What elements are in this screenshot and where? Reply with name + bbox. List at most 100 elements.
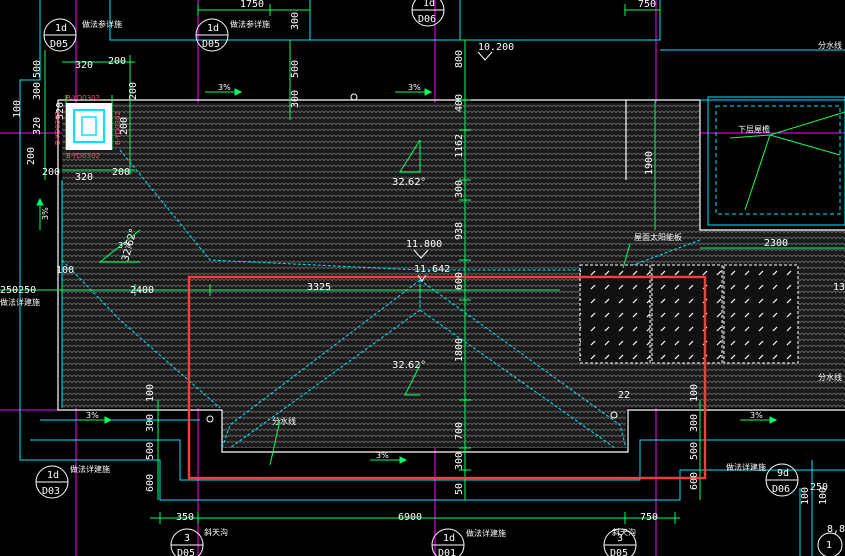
dim-320d: 320 — [75, 172, 93, 183]
angle-label-1: 32.62° — [392, 177, 426, 188]
bubble-4-bottom: D03 — [42, 486, 60, 497]
slope-7: 3% — [118, 241, 131, 250]
dim-600a: 600 — [454, 272, 465, 290]
vent-tag-left: B-YD0302 — [54, 111, 62, 145]
slope-arrows — [36, 88, 778, 464]
dim-100a: 100 — [12, 100, 23, 118]
dim-50: 50 — [454, 483, 465, 495]
drain-marks — [206, 93, 618, 423]
ridge-label-1: 分水线 — [818, 40, 842, 50]
dim-13: 13 — [833, 282, 845, 293]
dim-300c: 300 — [32, 82, 43, 100]
slope-6: 3% — [41, 207, 50, 220]
dim-100d: 100 — [689, 384, 700, 402]
dim-320b: 320 — [32, 117, 43, 135]
dim-88: 8,8 — [827, 524, 845, 535]
dim-200c: 200 — [119, 117, 130, 135]
vent-tag-right: B-YD0302 — [114, 111, 122, 145]
dim-320c: 320 — [55, 102, 66, 120]
dim-3325: 3325 — [307, 282, 331, 293]
bubble-3-bottom: D06 — [418, 14, 436, 25]
dim-300g: 300 — [689, 414, 700, 432]
dim-1750: 1750 — [240, 0, 264, 10]
dim-1900: 1900 — [644, 151, 655, 175]
dim-200a: 200 — [108, 56, 126, 67]
detail-label-5: 做法详建施 — [726, 462, 766, 472]
dim-750b: 750 — [640, 512, 658, 523]
bubble-3-top: 1d — [423, 0, 435, 9]
dim-100f: 100 — [818, 487, 829, 505]
dim-350: 350 — [176, 512, 194, 523]
dim-300: 300 — [290, 12, 301, 30]
bubble-6-bottom: D05 — [177, 548, 195, 556]
detail-label-6: 做法详建施 — [466, 528, 506, 538]
cyan-outlines — [19, 0, 845, 556]
dim-800: 800 — [454, 50, 465, 68]
gutter-label-2: 斜天沟 — [612, 527, 636, 537]
dim-2400: 2400 — [130, 285, 154, 296]
lower-roof-lines — [729, 111, 845, 211]
dim-200e: 200 — [26, 147, 37, 165]
slope-5: 3% — [376, 451, 389, 460]
dim-700: 700 — [454, 422, 465, 440]
bubble-1-top: 1d — [55, 23, 67, 34]
dim-300b: 300 — [290, 90, 301, 108]
dim-500: 500 — [290, 60, 301, 78]
dim-200d: 200 — [42, 167, 60, 178]
bubble-1-bottom: D05 — [50, 39, 68, 50]
bubble-8-bottom: D05 — [610, 548, 628, 556]
dim-600b: 600 — [145, 474, 156, 492]
level-10200: 10.200 — [478, 42, 514, 53]
dim-250250: 250250 — [0, 285, 36, 296]
vent-tag-top: B-YD0302 — [66, 94, 100, 102]
angle-label-3: 32.62° — [392, 360, 426, 371]
solar-panel-label: 屋面太阳能板 — [634, 232, 682, 242]
bubble-2-bottom: D05 — [202, 39, 220, 50]
dim-100c: 100 — [145, 384, 156, 402]
dim-100e: 100 — [800, 487, 811, 505]
ridge-label-3: 分水线 — [272, 416, 296, 426]
dim-400: 400 — [454, 94, 465, 112]
slope-4: 3% — [750, 411, 763, 420]
dim-1800: 1800 — [454, 338, 465, 362]
dim-750: 750 — [638, 0, 656, 10]
dim-22: 22 — [618, 390, 630, 401]
dimension-ticks — [61, 4, 676, 524]
level-11800: 11.800 — [406, 239, 442, 250]
bubble-5-bottom: D06 — [772, 484, 790, 495]
slope-2: 3% — [408, 83, 421, 92]
detail-label-4: 做法详建施 — [70, 464, 110, 474]
ridge-label-2: 分水线 — [818, 372, 842, 382]
dim-938: 938 — [454, 222, 465, 240]
vent-detail — [66, 103, 112, 150]
dim-1162: 1162 — [454, 134, 465, 158]
dim-500b: 500 — [32, 60, 43, 78]
bubble-4-top: 1d — [47, 470, 59, 481]
dim-500d: 500 — [145, 442, 156, 460]
dim-320a: 320 — [75, 60, 93, 71]
dim-600c: 600 — [689, 472, 700, 490]
building-outline — [57, 99, 845, 453]
vent-tag-bottom: B-YD0302 — [66, 152, 100, 160]
bubble-9-top: 1 — [826, 540, 832, 551]
dim-2300: 2300 — [764, 238, 788, 249]
bubble-7-top: 1d — [443, 533, 455, 544]
dim-200b: 200 — [128, 82, 139, 100]
bubble-8-top: 3 — [617, 533, 623, 544]
slope-3: 3% — [86, 411, 99, 420]
dim-300f: 300 — [145, 414, 156, 432]
bubble-7-bottom: D01 — [438, 548, 456, 556]
dim-300d: 300 — [454, 180, 465, 198]
slope-1: 3% — [218, 83, 231, 92]
bubble-2-top: 1d — [207, 23, 219, 34]
lower-roof-label: 下层屋檐 — [738, 124, 770, 134]
detail-label-1: 做法参详施 — [82, 19, 122, 29]
dim-500e: 500 — [689, 442, 700, 460]
selection-highlight-box[interactable] — [187, 275, 707, 480]
bubble-5-top: 9d — [777, 468, 789, 479]
detail-bubbles — [35, 0, 843, 556]
detail-label-3: 做法详建施 — [0, 297, 40, 307]
dim-300e: 300 — [454, 452, 465, 470]
